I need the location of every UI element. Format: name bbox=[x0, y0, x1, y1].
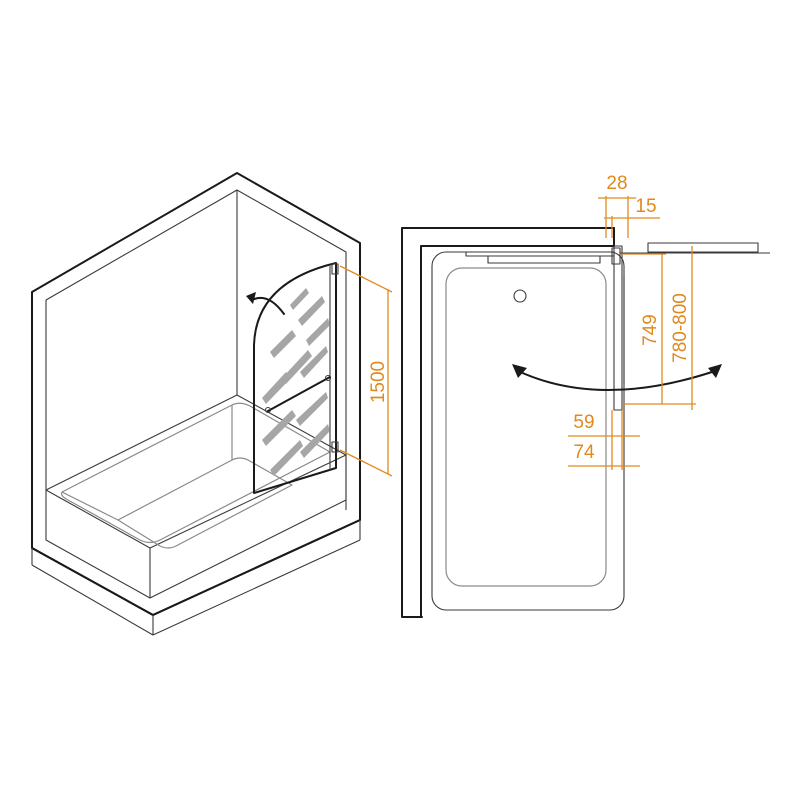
plan-view: 28 15 749 780-800 59 74 bbox=[401, 173, 770, 618]
screen-open bbox=[647, 242, 759, 253]
bathtub-outer bbox=[45, 394, 347, 599]
towel-bar bbox=[267, 376, 331, 412]
perspective-view: 1500 bbox=[31, 172, 393, 636]
enclosure-outline bbox=[31, 172, 361, 616]
bottom-hinge bbox=[331, 441, 339, 453]
dim-height: 1500 bbox=[368, 361, 389, 403]
floor-edge bbox=[31, 519, 361, 616]
plan-swing-arc bbox=[515, 369, 719, 391]
wall-outline bbox=[401, 227, 615, 618]
swing-arrow bbox=[251, 296, 285, 315]
wall-inner-outline bbox=[420, 245, 615, 618]
swing-arrow-head bbox=[246, 292, 256, 304]
dim-15: 15 bbox=[635, 196, 656, 217]
plan-swing-arrow-left bbox=[512, 364, 527, 378]
inner-wall-edge bbox=[45, 189, 347, 510]
bathtub-basin-rim bbox=[61, 402, 331, 544]
height-dimension: 1500 bbox=[339, 265, 393, 477]
towel-bar-mount-right bbox=[324, 374, 332, 382]
basin-wall-left bbox=[61, 491, 119, 521]
plan-hinge bbox=[611, 247, 621, 265]
dim-59: 59 bbox=[573, 412, 594, 433]
top-dimensions: 28 15 bbox=[598, 173, 660, 238]
towel-bar-plan bbox=[487, 255, 601, 264]
bathtub-plan-basin bbox=[445, 267, 607, 587]
bottom-dimensions: 59 74 bbox=[568, 410, 640, 470]
dim-749: 749 bbox=[640, 314, 661, 346]
towel-bar-mount-left bbox=[264, 406, 272, 414]
top-hinge bbox=[331, 263, 339, 275]
dim-74: 74 bbox=[573, 442, 595, 463]
floor-lower-edge bbox=[31, 539, 361, 636]
frosted-glass-pattern bbox=[262, 288, 330, 476]
plan-swing-arrow-right bbox=[708, 364, 722, 378]
bathtub-rim-front bbox=[45, 454, 347, 549]
glass-panel-outline bbox=[253, 262, 337, 494]
drain-icon bbox=[513, 289, 527, 303]
top-rail bbox=[465, 251, 615, 257]
side-dimensions: 749 780-800 bbox=[622, 246, 696, 410]
screen-closed bbox=[613, 245, 623, 411]
bathtub bbox=[45, 394, 347, 599]
bathtub-plan-outer bbox=[431, 251, 625, 611]
glass-screen bbox=[246, 262, 339, 494]
dim-28: 28 bbox=[606, 173, 627, 194]
dim-780-800: 780-800 bbox=[670, 293, 691, 363]
bathtub-basin-floor bbox=[117, 457, 293, 549]
